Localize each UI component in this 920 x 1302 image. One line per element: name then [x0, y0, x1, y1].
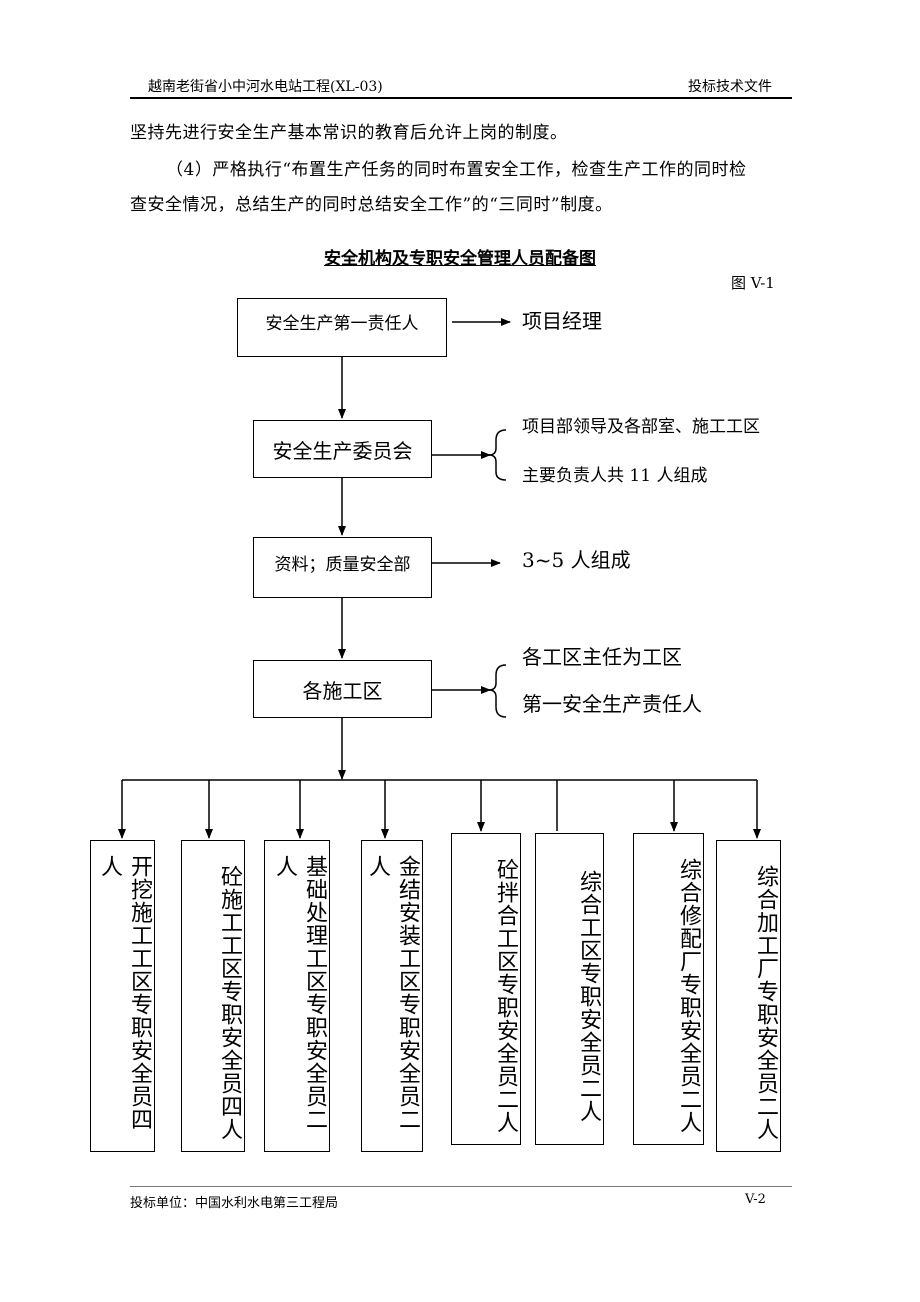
unit-box-concrete-mixing: 砼拌合工区专职安全员二人 [451, 833, 521, 1145]
box-first-responsible-person-label: 安全生产第一责任人 [265, 314, 419, 334]
brace-b2 [488, 429, 507, 481]
unit-box-general-area: 综合工区专职安全员二人 [535, 833, 604, 1145]
box-quality-safety-dept: 资料；质量安全部 [253, 537, 432, 598]
unit-box-repair-shop: 综合修配厂专职安全员二人 [633, 833, 704, 1145]
unit-label-concrete: 砼施工工区专职安全员四人 [217, 865, 242, 1141]
box-safety-committee: 安全生产委员会 [253, 420, 432, 478]
paragraph-line-3: 查安全情况，总结生产的同时总结安全工作”的“三同时”制度。 [130, 195, 613, 215]
footer-rule [130, 1186, 792, 1187]
header-project-name: 越南老街省小中河水电站工程(XL-03) [148, 79, 383, 95]
unit-label-metal-installation: 金结安装工区专职安全员二人 [365, 855, 420, 1131]
unit-box-concrete: 砼施工工区专职安全员四人 [181, 840, 245, 1152]
brace-b4 [488, 664, 507, 718]
unit-label-general-area: 综合工区专职安全员二人 [576, 869, 601, 1123]
paragraph-line-1: 坚持先进行安全生产基本常识的教育后允许上岗的制度。 [130, 123, 568, 143]
chart-title: 安全机构及专职安全管理人员配备图 [324, 249, 596, 269]
unit-label-concrete-mixing: 砼拌合工区专职安全员二人 [493, 858, 518, 1134]
box-safety-committee-label: 安全生产委员会 [272, 438, 413, 463]
unit-box-metal-installation: 金结安装工区专职安全员二人 [361, 840, 423, 1152]
note-project-manager: 项目经理 [522, 309, 602, 333]
paragraph-line-2: （4）严格执行“布置生产任务的同时布置安全工作，检查生产工作的同时检 [166, 160, 747, 180]
footer-page-number: V-2 [745, 1192, 766, 1207]
box-quality-safety-dept-label: 资料；质量安全部 [274, 555, 411, 575]
unit-label-repair-shop: 综合修配厂专职安全员二人 [676, 858, 701, 1134]
unit-box-foundation: 基础处理工区专职安全员二人 [264, 840, 330, 1152]
note-dept-size: 3~5 人组成 [522, 548, 631, 572]
box-construction-areas: 各施工区 [253, 660, 432, 718]
note-committee-line-1: 项目部领导及各部室、施工工区 [522, 417, 760, 437]
unit-label-foundation: 基础处理工区专职安全员二人 [272, 855, 327, 1131]
header-rule [130, 97, 792, 99]
box-first-responsible-person: 安全生产第一责任人 [237, 298, 447, 357]
note-area-line-1: 各工区主任为工区 [522, 645, 682, 669]
footer-bidder: 投标单位：中国水利水电第三工程局 [130, 1196, 339, 1211]
unit-label-excavation: 开挖施工工区专职安全员四人 [97, 855, 152, 1131]
note-committee-line-2: 主要负责人共 11 人组成 [522, 466, 708, 486]
unit-box-processing-plant: 综合加工厂专职安全员二人 [716, 840, 781, 1152]
box-construction-areas-label: 各施工区 [302, 678, 383, 703]
figure-label: 图 V-1 [731, 274, 775, 292]
note-area-line-2: 第一安全生产责任人 [522, 692, 702, 716]
header-document-type: 投标技术文件 [688, 79, 772, 95]
unit-box-excavation: 开挖施工工区专职安全员四人 [90, 840, 155, 1152]
unit-label-processing-plant: 综合加工厂专职安全员二人 [753, 865, 778, 1141]
